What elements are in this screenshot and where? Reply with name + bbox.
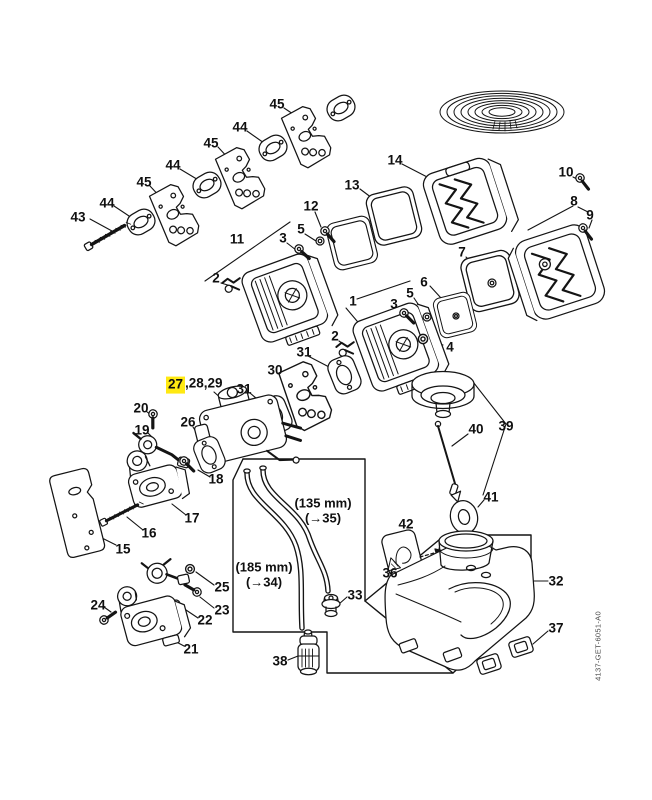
part-callout-31: 31: [236, 381, 252, 397]
part-callout-35: (→35): [304, 510, 342, 526]
retainer-ring-41: [449, 490, 479, 535]
part-callout-12: 12: [303, 198, 319, 214]
part-callout-2: 2: [331, 328, 339, 344]
clamp-part: [140, 558, 191, 586]
mount-group: [97, 558, 204, 647]
part-callout-37: 37: [548, 620, 564, 636]
part-callout-9: 9: [586, 207, 594, 223]
part-callout-15: 15: [115, 541, 131, 557]
part-callout-18: 18: [208, 471, 224, 487]
part-callout-14: 14: [387, 152, 403, 168]
drawing-number: 4137-GET-6051-A0: [593, 611, 603, 681]
part-callout-39: 39: [498, 418, 514, 434]
part-callout-31: 31: [296, 344, 312, 360]
part-callout-13: 13: [344, 177, 360, 193]
part-callout-17: 17: [184, 510, 200, 526]
part-callout-44: 44: [99, 195, 115, 211]
fuel-tank-32: [384, 530, 535, 671]
bolt-16: [97, 497, 146, 529]
part-callout-16: 16: [141, 525, 157, 541]
part-callout-25: 25: [214, 579, 230, 595]
part-callout-1: 1: [349, 293, 357, 309]
part-callout-11: 11: [229, 231, 245, 247]
part-callout-41: 41: [483, 489, 499, 505]
part-callout-7: 7: [458, 244, 466, 260]
part-callout-185mm: (185 mm): [235, 559, 293, 575]
part-callout-45: 45: [136, 174, 152, 190]
arrow-dashed-line: [419, 551, 437, 558]
part-callout-43: 43: [70, 209, 86, 225]
highlighted-part-number: 27: [166, 376, 186, 394]
part-callout-44: 44: [232, 119, 248, 135]
callout-27-28-29: 27,28,29: [166, 375, 223, 394]
part-callout-3: 3: [390, 296, 398, 312]
part-callout-40: 40: [468, 421, 484, 437]
part-callout-42: 42: [398, 516, 414, 532]
linkage-group: [132, 406, 229, 477]
part-callout-22: 22: [197, 612, 213, 628]
part-callout-5: 5: [406, 285, 414, 301]
fuel-lines: [243, 465, 331, 631]
mount-bracket-21: [116, 586, 192, 647]
coil-spring: [439, 90, 565, 134]
part-callout-21: 21: [183, 641, 199, 657]
part-callout-38: 38: [272, 653, 288, 669]
fuel-filter-38: [297, 629, 320, 676]
part-callout-33: 33: [347, 587, 363, 603]
part-callout-30: 30: [267, 362, 283, 378]
filter-cover-8: [507, 224, 606, 322]
part-callout-24: 24: [90, 597, 106, 613]
part-callout-135mm: (135 mm): [294, 495, 352, 511]
air-filter-group: [324, 157, 606, 340]
part-callout-44: 44: [165, 157, 181, 173]
part-callout-36: 36: [382, 565, 398, 581]
bolt-43: [82, 217, 134, 253]
buffer-37: [507, 635, 535, 659]
gasket-plate-15: [49, 467, 106, 559]
gasket-cascade: [122, 90, 360, 249]
fuel-cap-group: [411, 370, 479, 535]
manifold-17: [126, 450, 191, 508]
part-callout-34: (→34): [245, 574, 283, 590]
part-callout-3: 3: [279, 230, 287, 246]
part-callout-32: 32: [548, 573, 564, 589]
part-callout-4: 4: [446, 339, 454, 355]
filter-housing-14: [422, 157, 519, 245]
part-callout-8: 8: [570, 193, 578, 209]
part-callout-2: 2: [212, 270, 220, 286]
part-callout-6: 6: [420, 274, 428, 290]
part-callout-19: 19: [134, 422, 150, 438]
part-callout-20: 20: [133, 400, 149, 416]
grommet-33: [321, 593, 341, 618]
part-callout-10: 10: [558, 164, 574, 180]
part-callout-26: 26: [180, 414, 196, 430]
part-callout-5: 5: [297, 221, 305, 237]
part-callout-23: 23: [214, 602, 230, 618]
part-callout-45: 45: [269, 96, 285, 112]
part-callout-45: 45: [203, 135, 219, 151]
related-part-numbers: ,28,29: [185, 375, 223, 391]
